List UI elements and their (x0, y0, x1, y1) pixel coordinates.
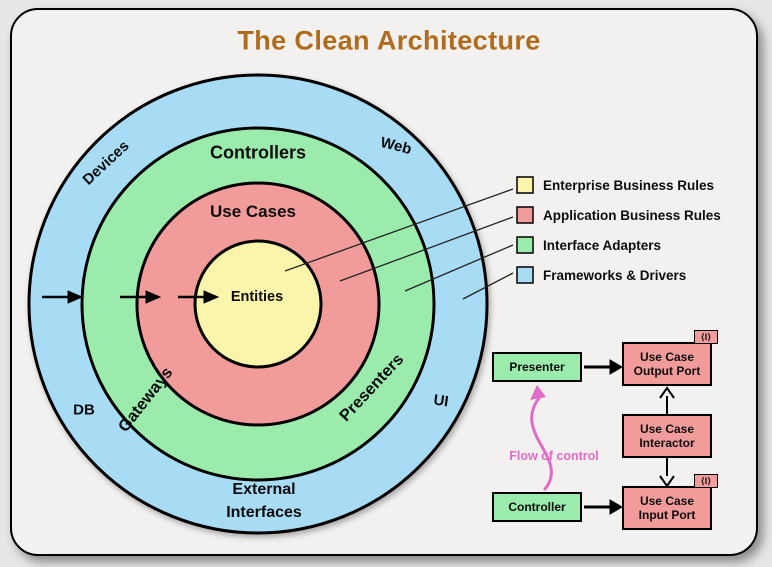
dependency-arrow-3 (178, 290, 220, 304)
use-case-output-port-box: Use Case Output Port (622, 342, 712, 386)
interactor-to-output-port-arrow (659, 386, 675, 414)
controller-to-input-port-arrow (584, 499, 623, 515)
legend-label: Interface Adapters (543, 237, 662, 253)
ring-label-controllers: Controllers (209, 142, 307, 163)
output-port-line2: Output Port (633, 364, 701, 378)
ring-label-db: DB (73, 401, 95, 419)
page-title: The Clean Architecture (237, 25, 541, 56)
controller-box: Controller (492, 492, 582, 522)
legend-callout-lines (284, 188, 514, 300)
presenter-box: Presenter (492, 352, 582, 382)
output-port-line1: Use Case (639, 349, 695, 364)
use-case-input-port-box: Use Case Input Port (622, 486, 712, 530)
presenter-to-output-port-arrow (584, 359, 623, 375)
interface-marker-input-port: ⟨I⟩ (694, 474, 718, 488)
interface-marker-output-port: ⟨I⟩ (694, 330, 718, 344)
legend: Enterprise Business Rules Application Bu… (516, 176, 721, 296)
legend-swatch-red (516, 206, 534, 224)
presenter-label: Presenter (509, 359, 565, 374)
ring-label-entities: Entities (230, 289, 284, 305)
ring-label-external-interfaces: External Interfaces (226, 478, 302, 524)
external-line1: External (232, 480, 296, 498)
input-port-line1: Use Case (639, 493, 695, 508)
dependency-arrow-2 (120, 290, 162, 304)
dependency-arrow-1 (42, 290, 84, 304)
interactor-line1: Use Case (639, 421, 695, 436)
input-port-line2: Input Port (638, 508, 696, 522)
legend-label: Frameworks & Drivers (543, 267, 687, 283)
interactor-line2: Interactor (639, 436, 695, 450)
legend-swatch-yellow (516, 176, 534, 194)
flow-of-control-arrow (530, 385, 553, 491)
legend-swatch-blue (516, 266, 534, 284)
use-case-interactor-box: Use Case Interactor (622, 414, 712, 458)
flow-of-control-label: Flow of control (509, 449, 599, 463)
legend-item-interface-adapters: Interface Adapters (516, 236, 721, 254)
ring-label-ui: UI (432, 391, 450, 411)
legend-swatch-green (516, 236, 534, 254)
legend-item-application-business-rules: Application Business Rules (516, 206, 721, 224)
external-line2: Interfaces (226, 504, 302, 521)
interactor-to-input-port-arrow (659, 458, 675, 488)
controller-label: Controller (508, 499, 566, 514)
legend-label: Enterprise Business Rules (543, 177, 715, 193)
legend-item-frameworks-drivers: Frameworks & Drivers (516, 266, 721, 284)
ring-label-use-cases: Use Cases (209, 202, 297, 221)
legend-label: Application Business Rules (543, 207, 721, 223)
ring-enterprise-business-rules (193, 239, 323, 369)
legend-item-enterprise-business-rules: Enterprise Business Rules (516, 176, 721, 194)
